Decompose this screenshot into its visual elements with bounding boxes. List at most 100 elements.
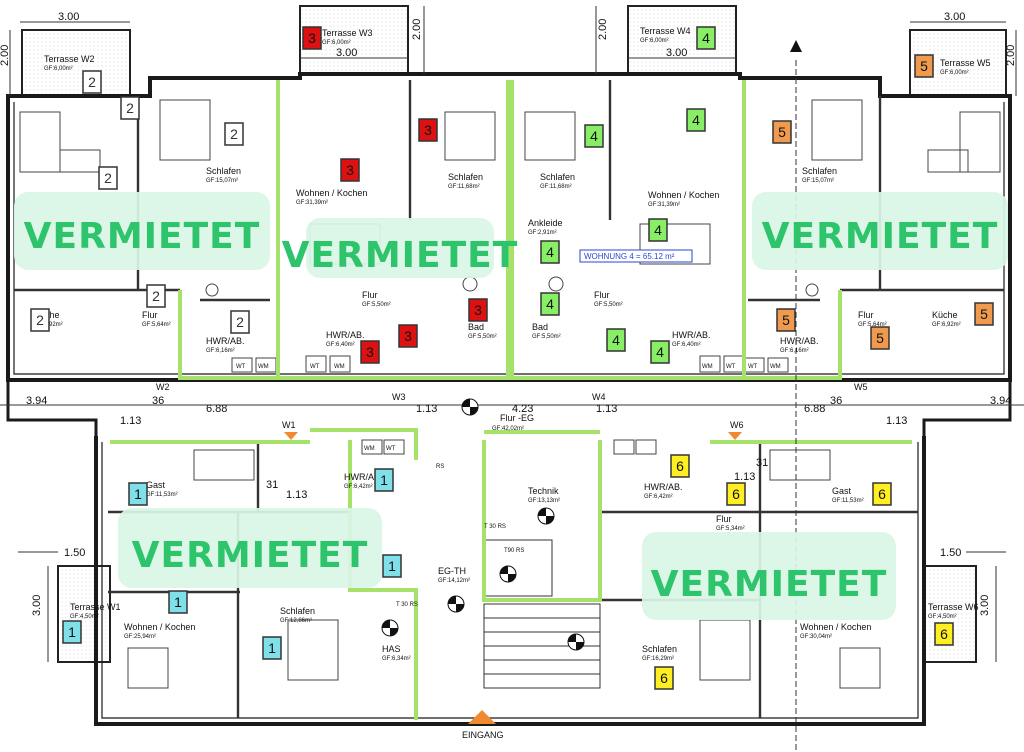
room-name: Terrasse W5 [940,58,991,68]
badge-number: 1 [174,594,182,610]
fixture-label: WM [702,364,713,370]
room-name: Ankleide [528,218,563,228]
fixture-label: RS [436,464,444,470]
unit-badge: 1 [62,620,82,644]
room-area: GF:5,64m² [142,322,171,328]
dimension-label: 1.13 [886,415,907,427]
room-area: GF:15,07m² [206,178,238,184]
unit-badge: 1 [128,482,148,506]
badge-box [540,292,560,316]
unit-badge: 2 [98,166,118,190]
room-area: GF:6,00m² [322,40,351,46]
unit-badge: 6 [654,666,674,690]
dimension-label: 1.50 [64,547,85,559]
badge-number: 5 [782,312,790,328]
room-area: GF:6,16m² [780,348,809,354]
room-name: Terrasse W3 [322,28,373,38]
badge-box [584,124,604,148]
unit-badge: 2 [224,122,244,146]
fixture-label: WT [310,364,320,370]
dimension-label: 3.00 [336,47,357,59]
dimension-label: 3.94 [990,395,1011,407]
room-name: Schlafen [448,172,483,182]
room-label: HWR/AB.GF:6,16m² [206,336,245,354]
window-label: W5 [854,382,868,392]
unit-badge: 1 [262,636,282,660]
room-area: GF:6,40m² [326,342,355,348]
room-label: Terrasse W3 GF:6,00m² [322,28,373,46]
dimension-label: 6.88 [206,403,227,415]
room-area: GF:5,50m² [532,334,561,340]
badge-number: 2 [104,170,112,186]
badge-box [302,26,322,50]
unit-badge: 3 [398,324,418,348]
overlay-panel [118,508,382,588]
badge-box [230,310,250,334]
badge-box [82,70,102,94]
room-area: GF:13,13m² [528,498,560,504]
dimension-label: 2.00 [597,19,609,40]
room-area: GF:4,50m² [928,614,957,620]
unit-badge: 4 [650,340,670,364]
room-area: GF:4,50m² [70,614,99,620]
dimension-label: 3.00 [31,595,43,616]
room-name: HWR/AB. [326,330,365,340]
badge-number: 1 [268,640,276,656]
badge-number: 4 [546,296,554,312]
room-name: Schlafen [540,172,575,182]
unit-boundaries [110,80,912,720]
vermietet-overlay: VERMIETET [642,532,896,620]
badge-number: 3 [308,30,316,46]
room-name: Schlafen [642,644,677,654]
badge-number: 1 [68,624,76,640]
badge-box [974,302,994,326]
room-area: GF:11,53m² [146,492,178,498]
hallway-area: GF:42,02m² [492,426,524,432]
badge-box [914,54,934,78]
vermietet-overlay: VERMIETET [282,218,517,278]
room-area: GF:11,68m² [540,184,572,190]
dimension-label: 6.88 [804,403,825,415]
dimension-label: 4.23 [512,403,533,415]
badge-number: 2 [36,312,44,328]
room-name: Gast [832,486,852,496]
window-label: W6 [730,420,744,430]
hallway-name: Flur -EG [500,413,534,423]
unit-badge: 2 [146,284,166,308]
north-arrow-icon [790,40,802,52]
room-name: Flur [594,290,610,300]
unit-badge: 1 [374,468,394,492]
room-area: GF:12,86m² [280,618,312,624]
badge-box [360,340,380,364]
room-name: Terrasse W2 [44,54,95,64]
badge-number: 1 [380,472,388,488]
room-area: GF:16,29m² [642,656,674,662]
apartment4-label: WOHNUNG 4 = 65.12 m² [584,252,675,261]
fixture-label: WT [386,446,396,452]
room-name: Flur [142,310,158,320]
unit-badge: 4 [696,26,716,50]
badge-box [772,120,792,144]
center-markers [381,398,585,651]
unit-badge: 1 [168,590,188,614]
room-name: HWR/AB. [644,482,683,492]
room-label: HWR/AB.GF:6,42m² [644,482,683,500]
fixture-label: WM [770,364,781,370]
badge-box [62,620,82,644]
unit-badge: 2 [230,310,250,334]
window-marker-w6-icon [728,432,742,440]
badge-box [128,482,148,506]
fixture-label: WT [726,364,736,370]
badge-number: 3 [346,162,354,178]
badge-number: 6 [940,626,948,642]
